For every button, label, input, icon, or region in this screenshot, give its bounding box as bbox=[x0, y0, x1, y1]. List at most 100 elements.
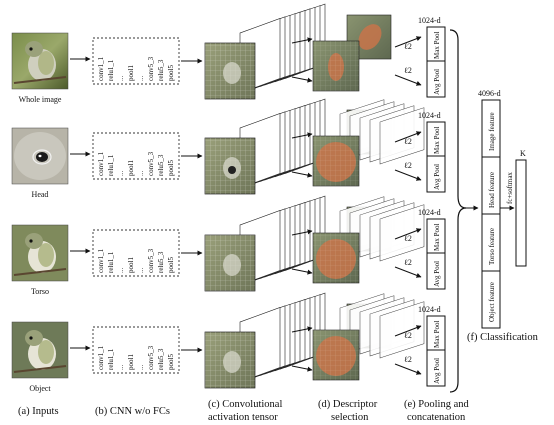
flow-arrow bbox=[291, 171, 313, 178]
cnn-layer-label: conv1_1 bbox=[97, 345, 105, 370]
flow-arrow bbox=[291, 229, 313, 236]
flow-arrow bbox=[394, 74, 422, 86]
activation-tensor bbox=[204, 195, 326, 292]
activation-tensor bbox=[204, 3, 326, 100]
flow-arrow bbox=[291, 326, 313, 333]
fc-softmax-label: fc+softmax bbox=[506, 172, 514, 204]
cnn-layer-label: ... bbox=[117, 171, 125, 177]
caption-tensor-line1: (c) Convolutional bbox=[208, 399, 282, 410]
cnn-layer-label: ... bbox=[117, 76, 125, 82]
caption-classification: (f) Classification bbox=[467, 332, 539, 343]
flow-arrow bbox=[291, 76, 313, 83]
pool-dim-label: 1024-d bbox=[418, 16, 441, 25]
cnn-layer-label: pool1 bbox=[127, 65, 135, 81]
avg-pool-label: Avg Pool bbox=[433, 69, 441, 95]
cnn-layer-label: ... bbox=[117, 365, 125, 371]
cnn-layer-label: relu5_3 bbox=[157, 59, 165, 81]
flow-arrow bbox=[291, 268, 313, 275]
max-pool-label: Max Pool bbox=[433, 321, 441, 348]
cnn-layer-label: pool5 bbox=[167, 65, 175, 81]
cnn-layer-label: relu1_1 bbox=[107, 154, 115, 176]
flow-arrow bbox=[291, 132, 313, 139]
cnn-layer-label: relu1_1 bbox=[107, 348, 115, 370]
feature-label: Image feature bbox=[488, 112, 496, 151]
flow-arrow bbox=[394, 131, 422, 143]
cnn-layer-label: pool5 bbox=[167, 160, 175, 176]
flow-arrow bbox=[394, 363, 422, 375]
flow-arrow bbox=[394, 266, 422, 278]
cnn-layer-label: conv1_1 bbox=[97, 151, 105, 176]
class-count-label: K bbox=[520, 149, 526, 158]
input-label: Head bbox=[32, 190, 49, 199]
avg-pool-label: Avg Pool bbox=[433, 164, 441, 190]
cnn-layer-label: relu1_1 bbox=[107, 251, 115, 273]
cnn-layer-label: conv5_3 bbox=[147, 56, 155, 81]
flow-arrow bbox=[291, 365, 313, 372]
class-score-vector bbox=[515, 159, 527, 267]
cnn-layer-label: pool5 bbox=[167, 257, 175, 273]
l2-norm-label: ℓ2 bbox=[404, 161, 412, 170]
cnn-layer-label: conv5_3 bbox=[147, 248, 155, 273]
pool-dim-label: 1024-d bbox=[418, 208, 441, 217]
feature-label: Torso feature bbox=[488, 228, 496, 265]
input-image bbox=[11, 321, 69, 379]
input-label: Object bbox=[29, 384, 51, 393]
flow-arrow bbox=[394, 169, 422, 181]
l2-norm-label: ℓ2 bbox=[404, 234, 412, 243]
input-image bbox=[11, 224, 69, 282]
cnn-layer-label: ... bbox=[137, 76, 145, 82]
cnn-layer-label: pool5 bbox=[167, 354, 175, 370]
feature-label: Object feature bbox=[488, 282, 496, 322]
max-pool-label: Max Pool bbox=[433, 32, 441, 59]
l2-norm-label: ℓ2 bbox=[404, 331, 412, 340]
avg-pool-label: Avg Pool bbox=[433, 358, 441, 384]
activation-tensor bbox=[204, 98, 326, 195]
max-pool-label: Max Pool bbox=[433, 127, 441, 154]
flow-arrow bbox=[394, 325, 422, 337]
selected-descriptors bbox=[312, 14, 392, 92]
cnn-layer-label: pool1 bbox=[127, 354, 135, 370]
cnn-layer-label: conv1_1 bbox=[97, 248, 105, 273]
caption-pooling-line2: concatenation bbox=[407, 412, 466, 423]
cnn-layer-label: relu1_1 bbox=[107, 59, 115, 81]
pool-dim-label: 1024-d bbox=[418, 111, 441, 120]
selected-descriptors bbox=[312, 293, 425, 381]
flow-arrow bbox=[291, 37, 313, 44]
cnn-layer-label: conv1_1 bbox=[97, 56, 105, 81]
selected-descriptors bbox=[312, 196, 425, 284]
watermark: CSDN @沙小菜 bbox=[470, 396, 549, 409]
concat-dim-label: 4096-d bbox=[478, 89, 501, 98]
cnn-layer-label: conv5_3 bbox=[147, 151, 155, 176]
selected-descriptors bbox=[312, 99, 425, 187]
input-label: Whole image bbox=[19, 95, 62, 104]
cnn-layer-label: ... bbox=[137, 268, 145, 274]
l2-norm-label: ℓ2 bbox=[404, 258, 412, 267]
caption-cnn: (b) CNN w/o FCs bbox=[95, 406, 170, 417]
caption-tensor-line2: activation tensor bbox=[208, 412, 278, 423]
flow-arrow bbox=[394, 228, 422, 240]
cnn-layer-label: pool1 bbox=[127, 257, 135, 273]
cnn-layer-label: pool1 bbox=[127, 160, 135, 176]
l2-norm-label: ℓ2 bbox=[404, 42, 412, 51]
cnn-layer-label: ... bbox=[137, 365, 145, 371]
feature-label: Head feature bbox=[488, 172, 496, 208]
caption-pooling-line1: (e) Pooling and bbox=[404, 399, 469, 410]
cnn-layer-label: relu5_3 bbox=[157, 251, 165, 273]
avg-pool-label: Avg Pool bbox=[433, 261, 441, 287]
caption-inputs: (a) Inputs bbox=[18, 406, 59, 417]
activation-tensor bbox=[204, 292, 326, 389]
l2-norm-label: ℓ2 bbox=[404, 137, 412, 146]
flow-arrow bbox=[394, 36, 422, 48]
input-label: Torso bbox=[31, 287, 49, 296]
